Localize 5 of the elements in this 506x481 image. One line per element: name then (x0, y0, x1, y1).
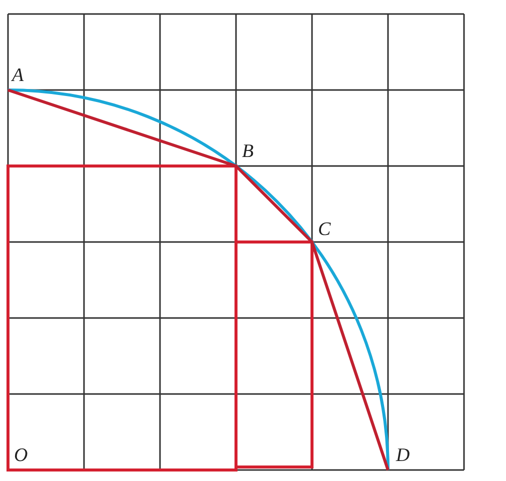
point-label: C (318, 220, 331, 240)
point-label: B (242, 142, 254, 162)
point-label: D (396, 446, 410, 466)
point-label: O (14, 446, 28, 466)
point-label: A (12, 66, 24, 86)
